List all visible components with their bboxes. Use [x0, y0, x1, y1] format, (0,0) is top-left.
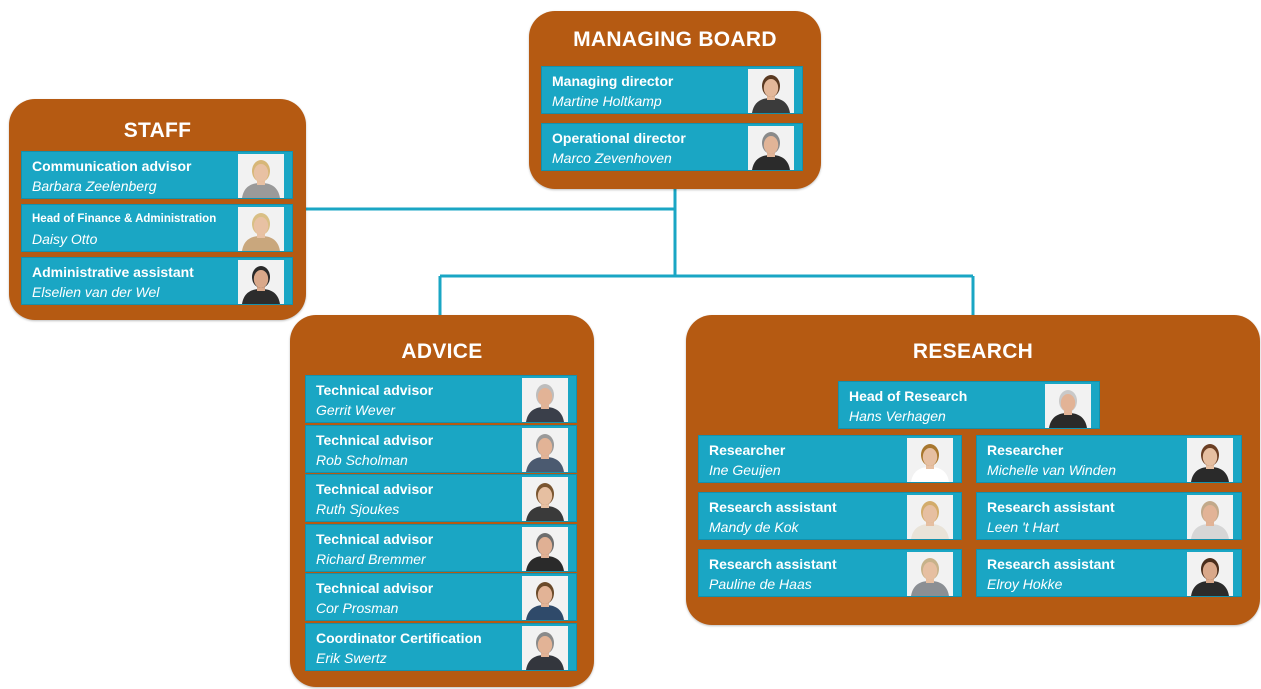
- person-name: Gerrit Wever: [316, 402, 396, 418]
- person-photo: [238, 260, 284, 304]
- person-role: Head of Finance & Administration: [32, 213, 217, 225]
- person-role: Communication advisor: [32, 158, 192, 174]
- person-role: Researcher: [709, 442, 786, 458]
- person-role: Technical advisor: [316, 382, 434, 398]
- person-photo: [522, 477, 568, 522]
- person-photo: [522, 378, 568, 422]
- person-role: Researcher: [987, 442, 1064, 458]
- person-role: Research assistant: [709, 499, 837, 515]
- person-name: Martine Holtkamp: [552, 93, 662, 109]
- person-role: Research assistant: [987, 556, 1115, 572]
- person-role: Research assistant: [709, 556, 837, 572]
- person-role: Head of Research: [849, 388, 968, 404]
- person-name: Elroy Hokke: [987, 576, 1063, 592]
- person-role: Administrative assistant: [32, 264, 194, 280]
- person-photo: [238, 154, 284, 198]
- person-role: Operational director: [552, 130, 686, 146]
- person-name: Barbara Zeelenberg: [32, 178, 157, 194]
- person-photo: [238, 207, 284, 251]
- person-name: Pauline de Haas: [709, 576, 812, 592]
- person-role: Technical advisor: [316, 481, 434, 498]
- person-role: Technical advisor: [316, 580, 434, 597]
- person-name: Daisy Otto: [32, 231, 98, 247]
- person-role: Managing director: [552, 73, 674, 89]
- person-photo: [1187, 495, 1233, 539]
- person-photo: [1045, 384, 1091, 428]
- person-photo: [1187, 438, 1233, 482]
- person-photo: [907, 438, 953, 482]
- person-name: Leen 't Hart: [987, 519, 1059, 535]
- group-title-managing-board: MANAGING BOARD: [573, 28, 777, 51]
- person-name: Rob Scholman: [316, 451, 408, 468]
- person-name: Elselien van der Wel: [32, 284, 160, 300]
- person-photo: [907, 495, 953, 539]
- person-name: Michelle van Winden: [987, 462, 1117, 478]
- person-name: Ine Geuijen: [709, 462, 781, 478]
- person-photo: [748, 126, 794, 170]
- person-photo: [907, 552, 953, 596]
- person-name: Hans Verhagen: [849, 408, 946, 424]
- person-photo: [522, 427, 568, 472]
- person-photo: [748, 69, 794, 113]
- person-photo: [522, 576, 568, 621]
- person-name: Erik Swertz: [316, 650, 387, 666]
- person-photo: [522, 626, 568, 670]
- person-name: Cor Prosman: [316, 600, 399, 617]
- person-role: Technical advisor: [316, 431, 434, 448]
- group-title-research: RESEARCH: [912, 340, 1034, 363]
- person-name: Mandy de Kok: [709, 519, 799, 535]
- person-name: Richard Bremmer: [316, 550, 426, 567]
- person-name: Marco Zevenhoven: [552, 150, 672, 166]
- person-name: Ruth Sjoukes: [316, 501, 400, 518]
- person-role: Coordinator Certification: [316, 630, 482, 646]
- person-photo: [1187, 552, 1233, 596]
- person-role: Technical advisor: [316, 530, 434, 547]
- group-title-advice: ADVICE: [401, 340, 483, 363]
- group-title-staff: STAFF: [123, 119, 192, 142]
- person-role: Research assistant: [987, 499, 1115, 515]
- person-photo: [522, 526, 568, 571]
